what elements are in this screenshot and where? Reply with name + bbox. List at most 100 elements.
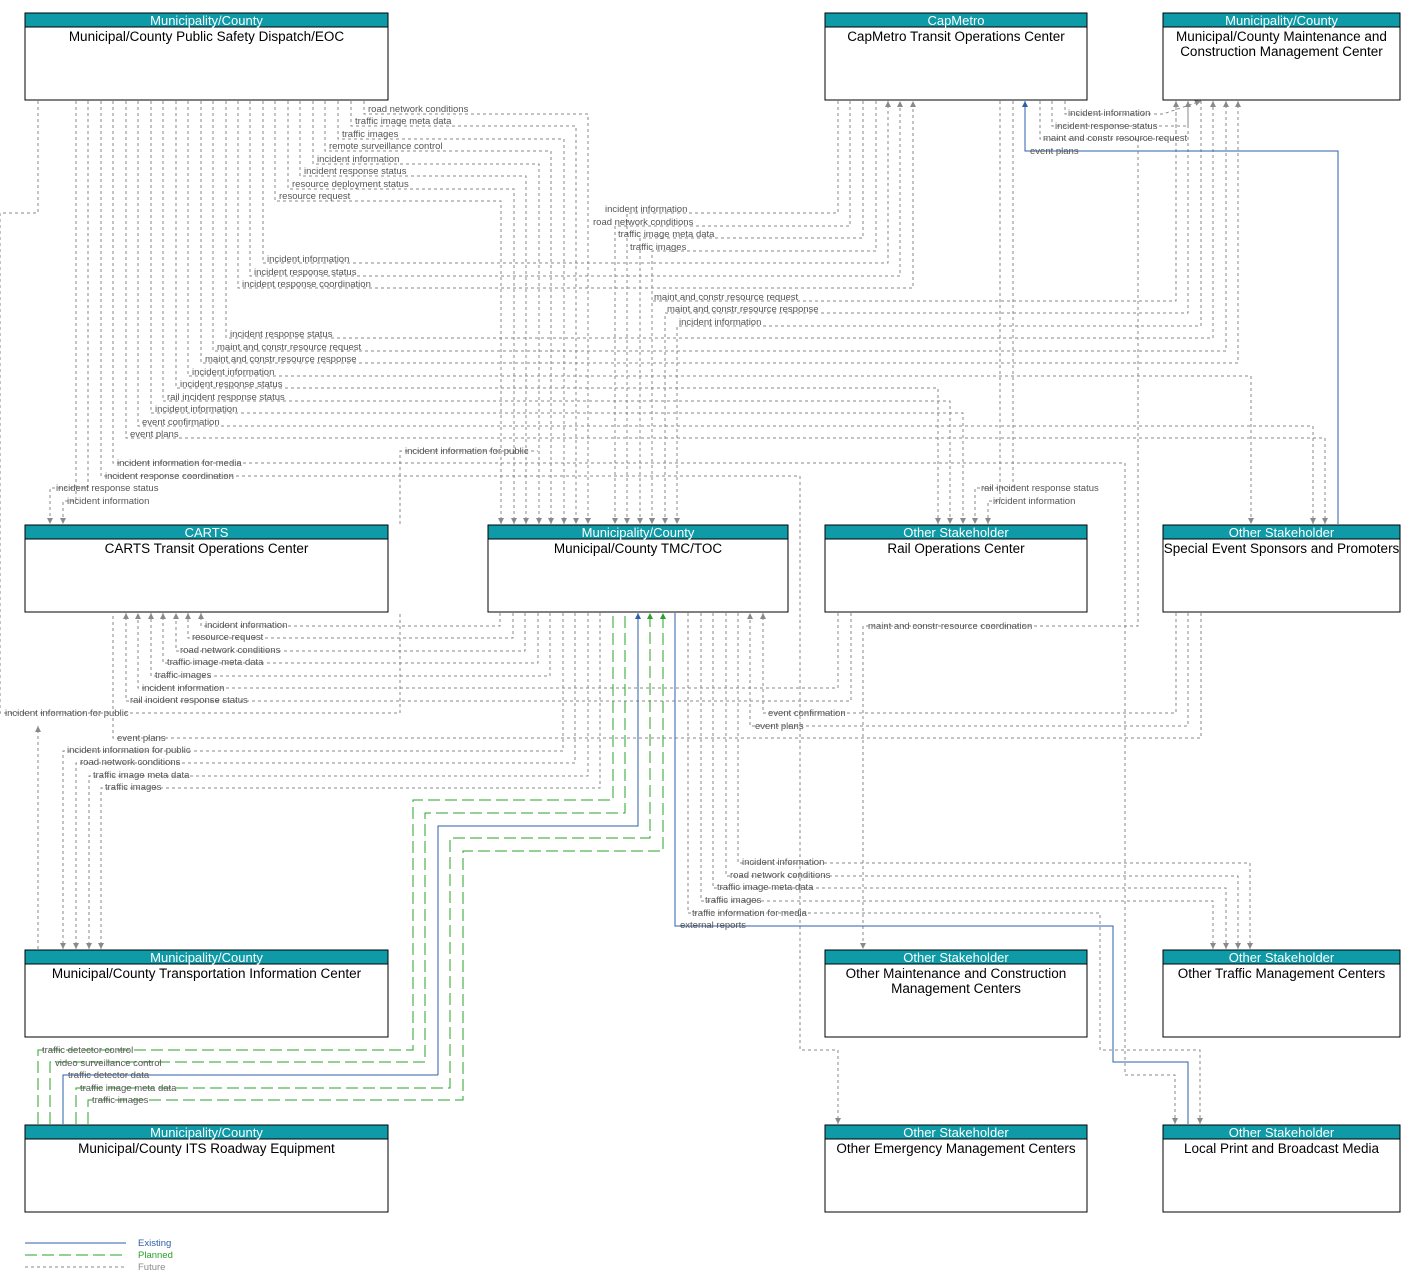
arrowhead bbox=[47, 518, 53, 524]
arrowhead bbox=[1210, 101, 1216, 107]
flow-future: road network conditions bbox=[173, 613, 526, 656]
arrowhead bbox=[897, 101, 903, 107]
flow-future: incident response status bbox=[249, 101, 903, 278]
arrowhead bbox=[660, 613, 666, 619]
arrowhead bbox=[185, 613, 191, 619]
flow-future: maint and constr resource request bbox=[1039, 101, 1188, 144]
node-title: Municipal/County Transportation Informat… bbox=[52, 966, 362, 981]
flow-label: video surveillance control bbox=[55, 1058, 162, 1069]
flow-future: incident response coordination bbox=[100, 101, 841, 1124]
flow-future: incident information bbox=[187, 101, 1254, 524]
flow-label: traffic detector data bbox=[68, 1070, 150, 1081]
flow-future: road network conditions bbox=[363, 101, 591, 524]
arrowhead bbox=[947, 518, 953, 524]
flow-label: incident response status bbox=[180, 379, 283, 390]
flow-future: event plans bbox=[747, 613, 1189, 732]
arrowhead bbox=[585, 518, 591, 524]
flow-future: incident response status bbox=[1051, 101, 1191, 132]
arrowhead bbox=[1248, 518, 1254, 524]
arrowhead bbox=[1247, 943, 1253, 949]
flow-label: traffic image meta data bbox=[618, 229, 715, 240]
arrowhead bbox=[960, 518, 966, 524]
node-title: Municipal/County Public Safety Dispatch/… bbox=[69, 29, 345, 44]
node-header bbox=[824, 949, 1088, 965]
arrowhead bbox=[160, 613, 166, 619]
flow-future: incident information bbox=[985, 101, 1075, 524]
flow-label: incident information bbox=[1068, 108, 1150, 119]
flow-label: resource request bbox=[192, 632, 264, 643]
flow-label: event plans bbox=[117, 733, 166, 744]
flow-future: incident information bbox=[605, 101, 839, 524]
flow-label: road network conditions bbox=[80, 757, 181, 768]
flow-label: traffic image meta data bbox=[167, 657, 264, 668]
flow-label: traffic images bbox=[105, 782, 162, 793]
arrowhead bbox=[511, 518, 517, 524]
node-header bbox=[1162, 524, 1401, 540]
flow-label: incident response status bbox=[1055, 121, 1158, 132]
flow-future: traffic image meta data bbox=[160, 613, 539, 668]
arrowhead bbox=[635, 613, 641, 619]
flow-planned: video surveillance control bbox=[49, 613, 626, 1124]
flow-future: traffic image meta data bbox=[712, 613, 1229, 949]
flow-future: incident information bbox=[198, 613, 501, 631]
arrowhead bbox=[860, 943, 866, 949]
legend-label-existing: Existing bbox=[138, 1238, 171, 1249]
node-header bbox=[1162, 12, 1401, 28]
flow-future: traffic image meta data bbox=[350, 101, 579, 524]
arrowhead bbox=[1310, 518, 1316, 524]
arrowhead bbox=[1172, 1118, 1178, 1124]
node-header bbox=[824, 524, 1088, 540]
flow-label: rail incident response status bbox=[981, 483, 1099, 494]
arrowhead bbox=[173, 613, 179, 619]
node-header bbox=[24, 524, 389, 540]
flow-label: incident information for public bbox=[5, 708, 129, 719]
arrowhead bbox=[1185, 101, 1191, 107]
arrowhead bbox=[1223, 943, 1229, 949]
flow-label: incident information bbox=[317, 154, 399, 165]
flow-future: incident response coordination bbox=[237, 101, 916, 290]
flow-future: incident information bbox=[674, 101, 1202, 524]
flow-label: incident response status bbox=[254, 267, 357, 278]
node-header bbox=[824, 1124, 1088, 1140]
flow-future: road network conditions bbox=[725, 613, 1241, 949]
flow-future: traffic images bbox=[700, 613, 1216, 949]
flow-label: traffic image meta data bbox=[80, 1083, 177, 1094]
arrowhead bbox=[1210, 943, 1216, 949]
flow-future: incident information for public bbox=[399, 446, 538, 524]
node-title: Municipal/County ITS Roadway Equipment bbox=[78, 1141, 335, 1156]
legend-label-planned: Planned bbox=[138, 1250, 173, 1261]
flow-label: traffic image meta data bbox=[355, 116, 452, 127]
flow-future: maint and constr resource response bbox=[200, 101, 1241, 365]
arrowhead bbox=[649, 518, 655, 524]
node-title: Special Event Sponsors and Promoters bbox=[1164, 541, 1400, 556]
node-header bbox=[24, 949, 389, 965]
flow-existing: event plans bbox=[1022, 101, 1339, 524]
flow-label: traffic images bbox=[92, 1095, 149, 1106]
flow-label: incident information bbox=[155, 404, 237, 415]
flow-label: incident information for public bbox=[405, 446, 529, 457]
arrowhead bbox=[760, 613, 766, 619]
arrowhead bbox=[1235, 101, 1241, 107]
node-title: CARTS Transit Operations Center bbox=[105, 541, 309, 556]
flow-future: incident information for media bbox=[112, 101, 1178, 1124]
node-owner: Other Stakeholder bbox=[903, 1125, 1009, 1140]
flow-future: incident information bbox=[737, 613, 1253, 949]
flow-future: incident information bbox=[150, 101, 966, 524]
arrowhead bbox=[498, 518, 504, 524]
